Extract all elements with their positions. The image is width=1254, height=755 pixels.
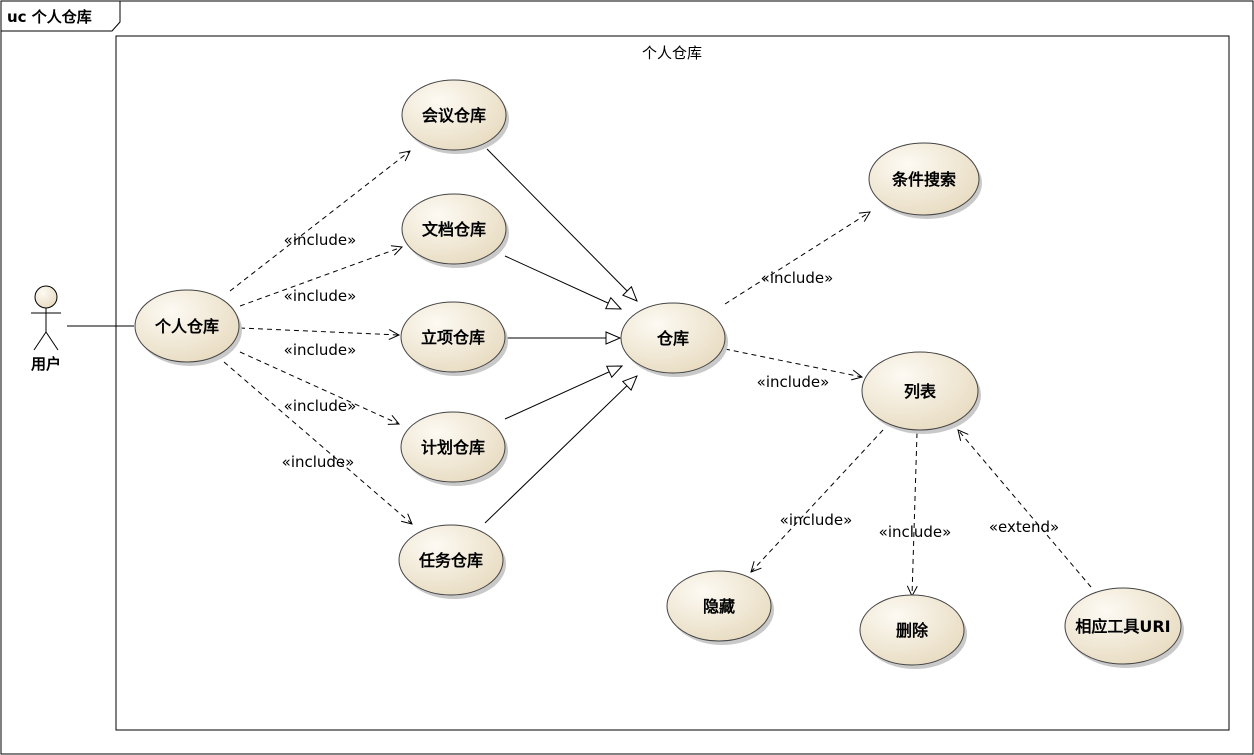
- use-case-label: 文档仓库: [422, 220, 486, 239]
- label-include-list: «include»: [757, 373, 830, 391]
- use-case-meeting[interactable]: 会议仓库: [401, 79, 509, 154]
- label-include-search: «include»: [761, 269, 834, 287]
- use-case-label: 隐藏: [703, 597, 735, 616]
- boundary-title: 个人仓库: [642, 44, 702, 62]
- use-case-label: 任务仓库: [418, 551, 483, 570]
- use-case-document[interactable]: 文档仓库: [401, 193, 509, 268]
- system-boundary: 个人仓库: [115, 35, 1230, 731]
- use-case-label: 个人仓库: [154, 317, 219, 336]
- label-include-hide: «include»: [780, 511, 853, 529]
- actor-user[interactable]: 用户: [31, 285, 61, 373]
- label-include-meeting: «include»: [284, 231, 357, 249]
- use-case-repo[interactable]: 仓库: [620, 302, 728, 377]
- use-case-label: 会议仓库: [422, 106, 486, 125]
- stereotype-labels: «include» «include» «include» «include» …: [282, 231, 1060, 541]
- label-include-document: «include»: [284, 287, 357, 305]
- use-case-task[interactable]: 任务仓库: [398, 524, 506, 599]
- use-case-label: 仓库: [656, 329, 689, 348]
- use-case-list[interactable]: 列表: [861, 351, 981, 434]
- use-case-delete[interactable]: 删除: [859, 594, 967, 669]
- use-case-uri[interactable]: 相应工具URI: [1064, 587, 1184, 668]
- use-case-personal[interactable]: 个人仓库: [134, 289, 242, 366]
- frame-title: uc 个人仓库: [7, 8, 92, 26]
- label-include-delete: «include»: [879, 523, 952, 541]
- use-case-label: 删除: [896, 621, 929, 640]
- label-include-plan: «include»: [284, 397, 357, 415]
- label-include-task: «include»: [282, 453, 355, 471]
- dependency-lines: [223, 151, 1092, 596]
- use-case-search[interactable]: 条件搜索: [868, 142, 982, 219]
- use-case-label: 条件搜索: [891, 170, 956, 189]
- label-include-project: «include»: [284, 341, 357, 359]
- use-case-label: 立项仓库: [421, 328, 485, 347]
- generalization-lines: [484, 148, 637, 524]
- use-case-label: 列表: [904, 382, 937, 401]
- use-case-plan[interactable]: 计划仓库: [400, 411, 508, 486]
- use-case-project[interactable]: 立项仓库: [400, 301, 508, 376]
- use-case-label: 相应工具URI: [1075, 617, 1170, 636]
- label-extend-uri: «extend»: [989, 518, 1059, 536]
- actor-label: 用户: [31, 355, 61, 373]
- use-case-label: 计划仓库: [421, 438, 485, 457]
- use-case-hide[interactable]: 隐藏: [666, 570, 774, 645]
